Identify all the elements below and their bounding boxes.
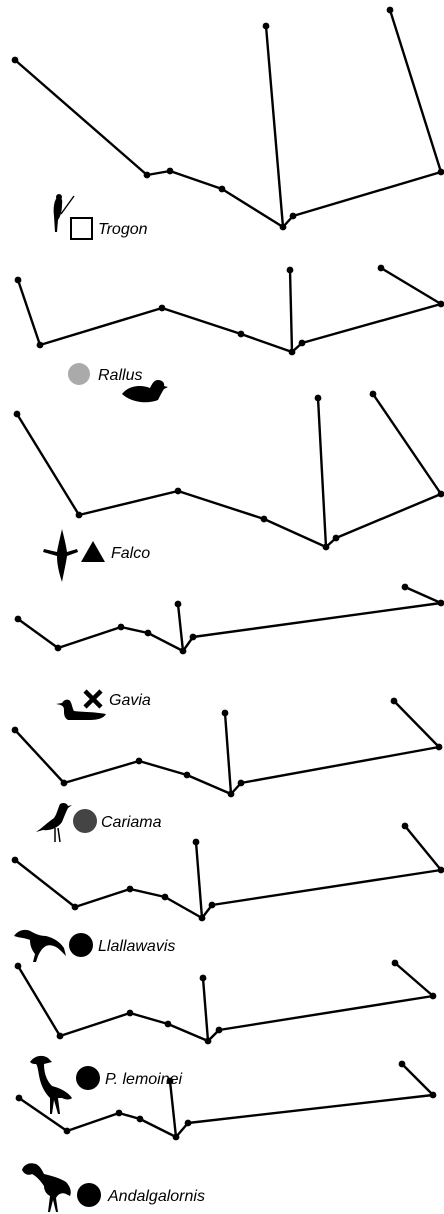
taxon-label-plemoinei: P. lemoinei [105,1071,183,1088]
marker-triangle [81,541,105,562]
outline-plemoinei [14,959,437,1045]
outline-falco [13,390,444,551]
marker-circle-black [76,1066,100,1090]
marker-circle-darkgray [73,809,97,833]
walking-seriema-icon [36,802,72,843]
marker-cross [83,689,103,709]
taxon-label-gavia: Gavia [109,692,151,709]
marker-square-open [70,217,93,240]
taxon-label-cariama: Cariama [101,814,162,831]
panel-gavia: Gavia [14,583,444,720]
outline-rallus [14,264,444,356]
panel-trogon: Trogon [11,6,444,240]
marker-circle-gray [68,363,90,385]
panel-llallawavis: Llallawavis [11,822,444,962]
taxon-label-trogon: Trogon [98,221,148,238]
terror-bird-icon [14,929,66,962]
marker-circle-black [69,933,93,957]
outline-trogon [11,6,444,231]
outline-cariama [11,697,443,798]
marker-circle-black [77,1183,101,1207]
panel-andalgalornis: Andalgalornis [15,1060,437,1212]
panel-cariama: Cariama [11,697,443,843]
panel-rallus: Rallus [14,264,444,403]
taxon-label-rallus: Rallus [98,367,142,384]
panel-plemoinei: P. lemoinei [14,959,437,1114]
flying-falcon-icon [43,529,78,582]
outline-llallawavis [11,822,444,922]
terror-bird-icon [30,1055,72,1114]
swimming-loon-icon [56,699,106,720]
outline-andalgalornis [15,1060,437,1141]
taxon-label-llallawavis: Llallawavis [98,938,175,955]
taxon-label-falco: Falco [111,545,150,562]
taxon-label-andalgalornis: Andalgalornis [107,1188,205,1205]
outline-gavia [14,583,444,655]
swimming-rail-icon [122,380,168,403]
perched-bird-icon [53,194,75,232]
panel-falco: Falco [13,390,444,582]
terror-bird-icon [22,1163,71,1212]
